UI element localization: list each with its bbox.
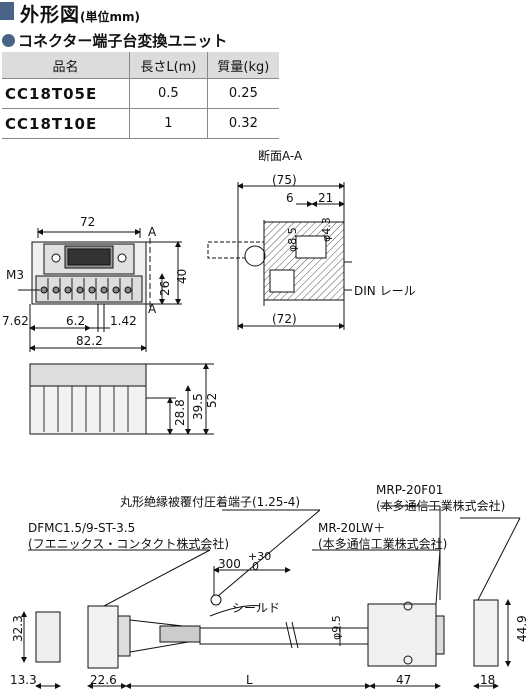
length-value: 0.5	[128, 78, 208, 109]
unit-label: (単位mm)	[80, 10, 140, 24]
shell-maker: (本多通信工業株式会社)	[318, 536, 447, 551]
connector-model: MRP-20F01	[376, 483, 443, 497]
terminal-label: 丸形絶縁被覆付圧着端子(1.25-4)	[120, 494, 300, 509]
page-title: 外形図(単位mm)	[20, 4, 140, 26]
dim-18: 18	[480, 673, 495, 687]
section-view	[207, 182, 352, 330]
dim-40: 40	[175, 269, 189, 284]
dim-288: 28.8	[173, 399, 187, 426]
din-rail-label: DIN レール	[354, 284, 416, 298]
model-name: CC18T05E	[2, 78, 130, 109]
dim-6: 6	[286, 191, 294, 205]
dim-phi43: φ4.3	[320, 217, 333, 242]
dim-133: 13.3	[10, 673, 37, 687]
col-mass-header: 質量(kg)	[206, 52, 279, 79]
tol-minus: 0	[252, 560, 259, 573]
dim-72b: (72)	[272, 312, 297, 326]
dim-822: 82.2	[76, 334, 103, 348]
section-title: コネクター端子台変換ユニット	[2, 30, 227, 51]
dim-226: 22.6	[90, 673, 117, 687]
dim-395: 39.5	[191, 393, 205, 420]
dim-323: 32.3	[11, 615, 25, 642]
section-mark-bottom: A	[148, 302, 157, 316]
model-name: CC18T10E	[2, 108, 130, 139]
col-name-header: 品名	[2, 52, 130, 79]
tol-plus: +30	[248, 550, 271, 563]
dim-phi85: φ8.5	[286, 227, 299, 252]
length-value: 1	[128, 108, 208, 139]
col-length-header: 長さL(m)	[128, 52, 208, 79]
plug-model: DFMC1.5/9-ST-3.5	[28, 521, 135, 535]
table-row: CC18T05E 0.5 0.25	[2, 78, 279, 109]
dim-62: 6.2	[66, 314, 85, 328]
assembly-view	[21, 505, 521, 689]
dim-26: 26	[158, 281, 172, 296]
table-row: CC18T10E 1 0.32	[2, 108, 279, 139]
spec-table: 品名 長さL(m) 質量(kg) CC18T05E 0.5 0.25 CC18T…	[2, 52, 279, 139]
bullet-icon	[2, 34, 15, 47]
mass-value: 0.25	[206, 78, 279, 109]
mass-value: 0.32	[206, 108, 279, 139]
section-title-aa: 断面A-A	[258, 148, 303, 163]
dim-142: 1.42	[110, 314, 137, 328]
dim-75: (75)	[272, 173, 297, 187]
dim-72: 72	[80, 215, 95, 229]
dim-47: 47	[396, 673, 411, 687]
shell-model: MR-20LW＋	[318, 521, 385, 535]
dim-21: 21	[318, 191, 333, 205]
title-marker	[0, 2, 14, 20]
front-view	[18, 228, 182, 352]
screw-label: M3	[6, 268, 24, 282]
connector-maker: (本多通信工業株式会社)	[376, 498, 505, 513]
dim-762: 7.62	[2, 314, 29, 328]
shield-length: 300	[218, 557, 241, 571]
section-mark-top: A	[148, 225, 157, 239]
dim-52: 52	[205, 393, 219, 408]
shield-label: シールド	[232, 601, 280, 615]
plug-maker: (フエニックス・コンタクト株式会社)	[28, 536, 229, 551]
dia-label: φ9.5	[330, 615, 343, 640]
dim-L: L	[246, 673, 253, 687]
side-view	[29, 363, 214, 435]
dim-449: 44.9	[515, 615, 528, 642]
